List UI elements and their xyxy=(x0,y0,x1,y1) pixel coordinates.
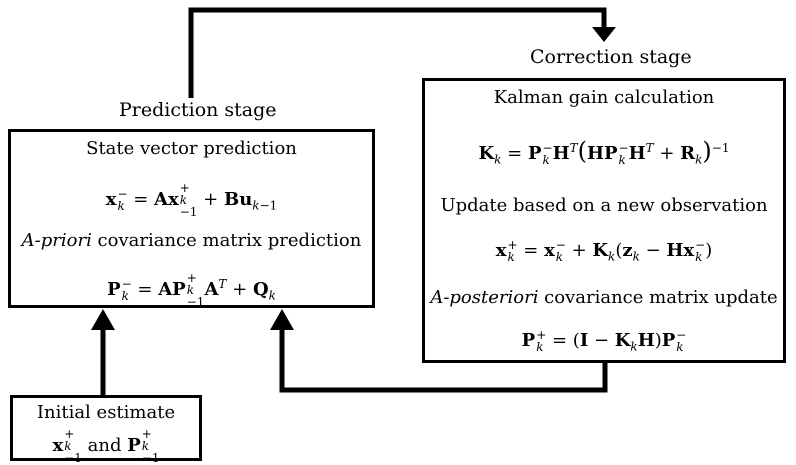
arrowhead-correction xyxy=(592,27,616,42)
prediction-stage-label: Prediction stage xyxy=(119,99,277,121)
aposteriori-covariance-equation: P+k = (I − KkH)P−k xyxy=(521,328,687,354)
arrow-prediction-to-correction xyxy=(188,7,607,98)
apriori-covariance-title: A-priori covariance matrix prediction xyxy=(11,230,372,251)
apriori-rest: covariance matrix prediction xyxy=(91,230,362,251)
initial-estimate-title: Initial estimate xyxy=(36,402,176,423)
apriori-word: A-priori xyxy=(21,230,92,251)
aposteriori-covariance-title: A-posteriori covariance matrix update xyxy=(425,287,783,308)
arrow-correction-to-prediction xyxy=(279,325,608,393)
and-word: and xyxy=(87,435,122,456)
update-observation-title: Update based on a new observation xyxy=(440,195,768,216)
aposteriori-word: A-posteriori xyxy=(430,287,539,308)
initial-estimate-equation: x+k−1 and P+k−1 xyxy=(52,427,160,465)
state-vector-prediction-title: State vector prediction xyxy=(86,138,297,159)
prediction-box: State vector prediction x−k = Ax+k−1 + B… xyxy=(8,129,375,308)
initial-estimate-box: Initial estimate x+k−1 and P+k−1 xyxy=(10,395,202,465)
state-update-equation: x+k = x−k + Kk(zk − Hx−k) xyxy=(495,238,713,264)
aposteriori-rest: covariance matrix update xyxy=(538,287,778,308)
arrowhead-feedback xyxy=(270,309,294,330)
arrowhead-initial xyxy=(91,309,115,330)
state-prediction-equation: x−k = Ax+k−1 + Buk−1 xyxy=(105,181,278,219)
kalman-gain-title: Kalman gain calculation xyxy=(493,87,715,108)
correction-stage-label: Correction stage xyxy=(530,46,692,68)
